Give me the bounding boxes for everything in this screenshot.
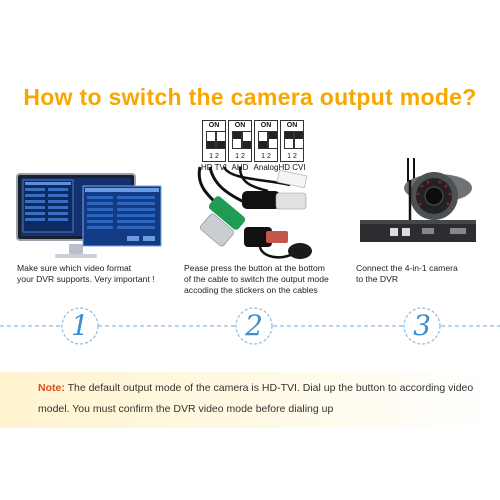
dip-mode-label: HD TVI xyxy=(200,163,228,172)
dip-toggle-knob xyxy=(207,141,215,148)
note-text: Note: The default output mode of the cam… xyxy=(38,378,478,420)
dip-on-label: ON xyxy=(234,122,246,129)
cable-illustration xyxy=(197,166,312,259)
note-body: The default output mode of the camera is… xyxy=(38,382,474,415)
step-3-line-1: Connect the 4-in-1 camera xyxy=(356,263,458,273)
step-3-number: 3 xyxy=(413,309,431,342)
dip-toggle-1 xyxy=(284,131,294,149)
step-2-line-2: of the cable to switch the output mode xyxy=(184,274,329,284)
dip-toggle-1 xyxy=(206,131,216,149)
dip-numbers: 1 2 xyxy=(235,153,245,160)
dip-switch-1: ON 1 2 xyxy=(202,120,226,162)
dip-toggle-1 xyxy=(258,131,268,149)
step-2-description: Pease press the button at the bottom of … xyxy=(184,263,329,296)
dip-switch-3: ON 1 2 xyxy=(254,120,278,162)
dip-switch-2: ON 1 2 xyxy=(228,120,252,162)
step-1-circle xyxy=(61,307,99,345)
dip-toggle-2 xyxy=(294,131,304,149)
dip-on-label: ON xyxy=(260,122,272,129)
step-3-line-2: to the DVR xyxy=(356,274,399,284)
step-1-line-1: Make sure which video format xyxy=(17,263,132,273)
dip-toggle-knob xyxy=(217,141,225,148)
page-title: How to switch the camera output mode? xyxy=(23,84,477,110)
step-timeline xyxy=(0,307,500,345)
step-3-circle xyxy=(403,307,441,345)
camera-dvr-illustration xyxy=(360,158,476,242)
step-2-line-3: accoding the stickers on the cables xyxy=(184,285,318,295)
step-2-line-1: Pease press the button at the bottom xyxy=(184,263,325,273)
monitor-illustration xyxy=(16,173,162,258)
dip-toggle-knob xyxy=(295,132,303,139)
dip-toggle-2 xyxy=(242,131,252,149)
dip-mode-label: Analog xyxy=(253,163,279,172)
note-lead: Note: xyxy=(38,382,65,394)
dip-toggle-2 xyxy=(216,131,226,149)
dip-switch-4: ON 1 2 xyxy=(280,120,304,162)
dip-toggle-knob xyxy=(233,132,241,139)
dip-toggle-knob xyxy=(269,132,277,139)
dip-toggle-2 xyxy=(268,131,278,149)
dip-toggle-knob xyxy=(243,141,251,148)
step-1-number: 1 xyxy=(71,309,89,342)
dip-mode-label: HD CVI xyxy=(278,163,306,172)
dip-toggle-knob xyxy=(285,132,293,139)
step-2-circle xyxy=(235,307,273,345)
dip-on-label: ON xyxy=(286,122,298,129)
note-banner xyxy=(0,372,500,428)
step-3-description: Connect the 4-in-1 camera to the DVR xyxy=(356,263,458,285)
step-2-number: 2 xyxy=(245,309,263,342)
dip-numbers: 1 2 xyxy=(261,153,271,160)
dip-numbers: 1 2 xyxy=(287,153,297,160)
dip-on-label: ON xyxy=(208,122,220,129)
dip-toggle-knob xyxy=(259,141,267,148)
step-1-description: Make sure which video format your DVR su… xyxy=(17,263,155,285)
dip-numbers: 1 2 xyxy=(209,153,219,160)
step-1-line-2: your DVR supports. Very important ! xyxy=(17,274,155,284)
dip-toggle-1 xyxy=(232,131,242,149)
